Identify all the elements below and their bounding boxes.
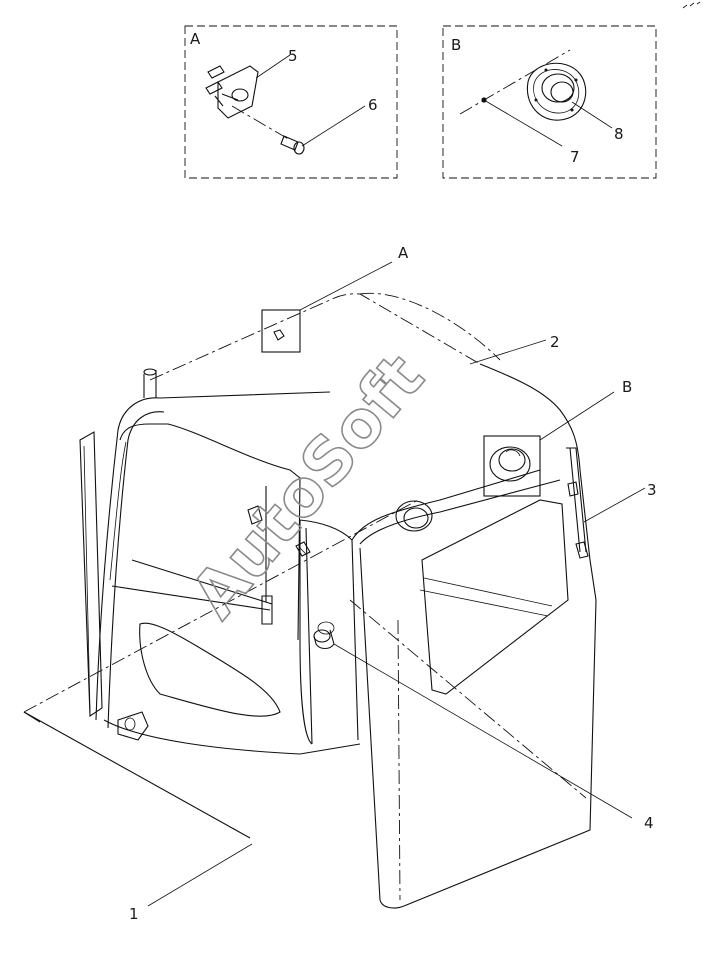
ground-outline	[23, 499, 419, 839]
view-b-marker	[483, 435, 541, 497]
detail-box-a-label: A	[190, 30, 201, 48]
bracket-part-5	[205, 65, 259, 119]
callout-8: 8	[614, 125, 624, 143]
view-a-marker	[261, 309, 301, 353]
callout-3: 3	[647, 481, 657, 499]
nozzle-part-4	[313, 621, 335, 650]
cab-body-part-1	[79, 292, 597, 909]
detail-box-a: A	[184, 25, 398, 179]
corner-mark	[682, 1, 701, 9]
leader-lines	[147, 261, 646, 907]
callout-a: A	[398, 244, 409, 262]
detail-box-b-label: B	[451, 36, 461, 54]
callout-2: 2	[550, 333, 560, 351]
cover-plate-part-8	[526, 62, 587, 121]
callout-7: 7	[570, 148, 580, 166]
callout-4: 4	[644, 814, 654, 832]
screw-part-6	[280, 135, 305, 155]
detail-box-b: B	[442, 25, 657, 179]
rod-part-3	[566, 447, 589, 559]
callout-6: 6	[368, 96, 378, 114]
callout-b: B	[622, 378, 632, 396]
callout-5: 5	[288, 47, 298, 65]
callout-1: 1	[129, 905, 139, 923]
